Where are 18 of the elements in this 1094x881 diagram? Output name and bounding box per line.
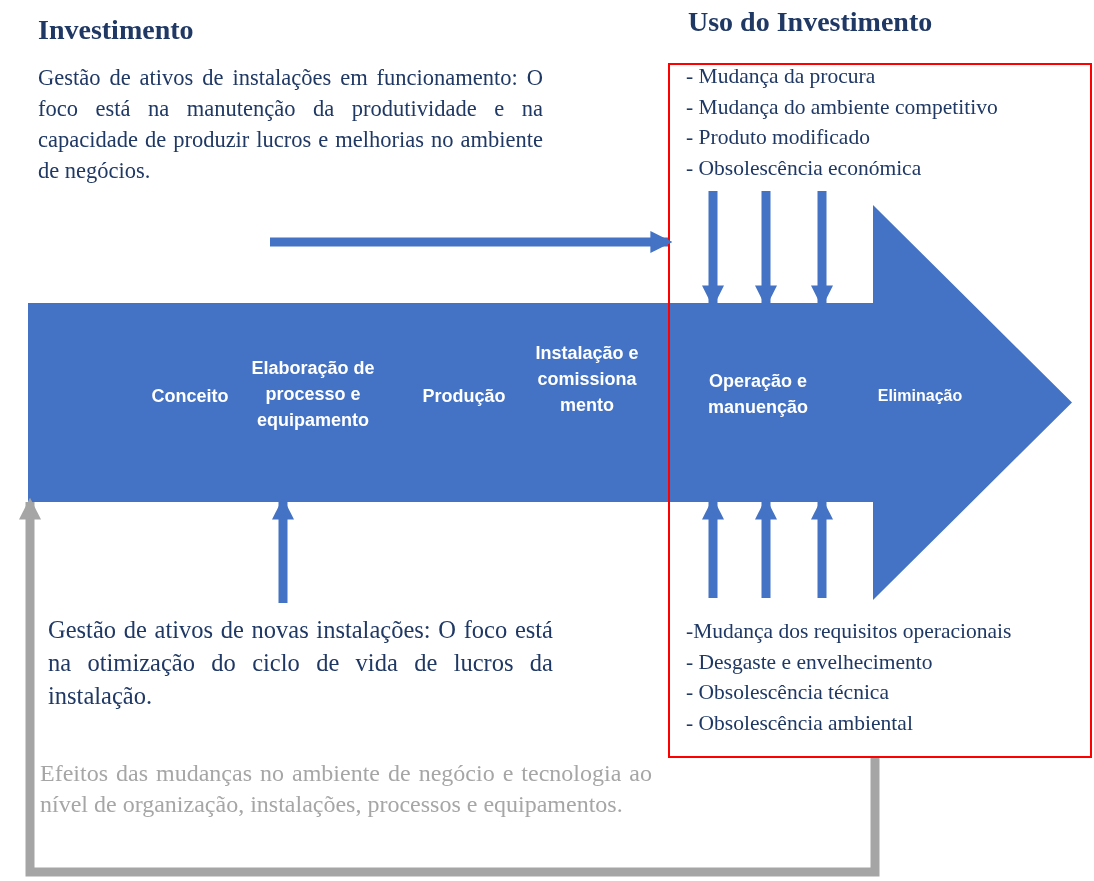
list-item: - Obsolescência económica (686, 154, 923, 182)
list-item: - Desgaste e envelhecimento (686, 648, 934, 676)
list-item: - Mudança da procura (686, 63, 877, 90)
description-text: Gestão de ativos de novas instalações: O foco está na otimização do ciclo de vida de lucros da instalação. (48, 603, 553, 712)
arrow (19, 497, 880, 877)
stage-label: Produção (408, 383, 520, 409)
description-text: Gestão de ativos de instalações em funcionamento: O foco está na manutenção da produtividade e na capacidade de produzir lucros e melhorias no ambiente de negócios. (38, 64, 543, 185)
list-item: - Obsolescência ambiental (686, 709, 914, 737)
arrow (270, 231, 673, 253)
list-item: -Mudança dos requisitos operacionais (686, 618, 1013, 645)
list-item: - Produto modificado (686, 124, 871, 151)
section-heading: Investimento (38, 14, 194, 46)
list-item: - Obsolescência técnica (686, 679, 890, 706)
stage-label: Operação e manuenção (688, 368, 828, 420)
stage-label: Instalação e comissionamento (533, 340, 641, 418)
stage-label: Eliminação (860, 383, 980, 409)
list-item: - Mudança do ambiente competitivo (686, 93, 999, 121)
section-heading: Uso do Investimento (688, 6, 933, 38)
